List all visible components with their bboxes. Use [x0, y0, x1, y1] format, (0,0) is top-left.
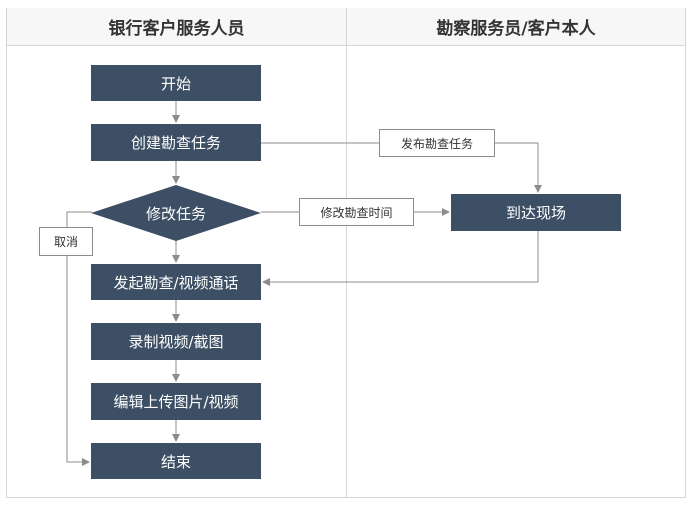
edge-label-modify-time: 修改勘查时间: [299, 198, 414, 226]
node-record: 录制视频/截图: [91, 323, 261, 360]
edge-arrive-to-initiate: [262, 231, 539, 286]
lane-header-surveyor: 勘察服务员/客户本人: [347, 8, 685, 46]
node-end: 结束: [91, 443, 261, 479]
lane-header-bank-staff: 银行客户服务人员: [7, 8, 346, 46]
node-upload: 编辑上传图片/视频: [91, 383, 261, 420]
node-initiate-call: 发起勘查/视频通话: [91, 264, 261, 300]
edge-modify-cancel-to-end: [66, 211, 92, 466]
node-modify-task-label: 修改任务: [145, 204, 206, 223]
lane-divider: [346, 8, 347, 498]
node-modify-task-diamond: [91, 185, 261, 241]
node-create-task: 创建勘查任务: [91, 124, 261, 161]
edge-create-to-arrive: [261, 142, 542, 193]
edge-label-publish-task: 发布勘查任务: [379, 129, 495, 157]
edge-label-cancel: 取消: [39, 227, 93, 256]
node-start: 开始: [91, 65, 261, 101]
node-arrive: 到达现场: [451, 194, 621, 231]
